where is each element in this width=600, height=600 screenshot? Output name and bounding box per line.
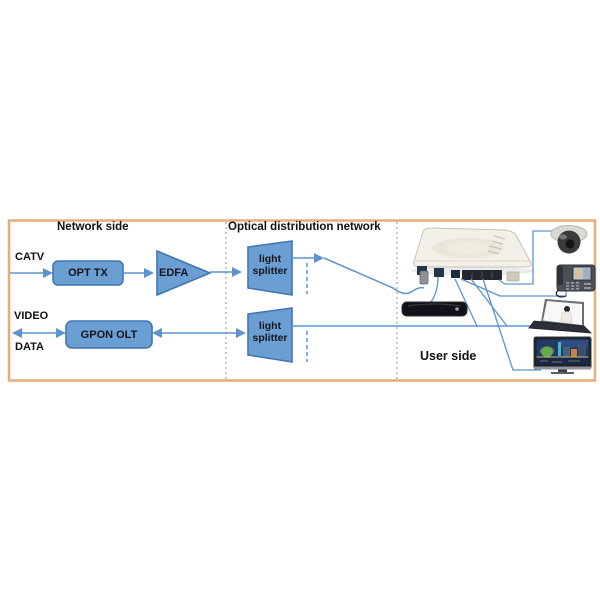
ont-vents bbox=[487, 235, 506, 255]
tv-bottom-bar bbox=[534, 366, 591, 370]
wire-splitter-to-ont-fiber bbox=[323, 257, 425, 295]
dome-camera bbox=[550, 225, 588, 254]
phone-keypad bbox=[566, 282, 591, 290]
light-splitter-bottom bbox=[247, 307, 293, 363]
ont-port-fiber bbox=[417, 266, 427, 275]
arrowhead-into-edfa bbox=[144, 268, 154, 278]
wire-ont-to-splitter-line bbox=[454, 278, 478, 327]
gpon-olt-box bbox=[65, 320, 153, 349]
arrowhead-into-gpon-olt-right bbox=[152, 328, 162, 338]
signal-label-catv: CATV bbox=[15, 251, 45, 263]
ont-side-tab bbox=[506, 271, 520, 282]
laptop bbox=[528, 299, 593, 334]
tv-stand bbox=[558, 369, 567, 372]
arrowhead-splitter-top-out bbox=[314, 253, 324, 263]
edfa-amplifier bbox=[156, 249, 213, 297]
tv bbox=[533, 336, 592, 374]
section-title-user-side: User side bbox=[420, 349, 477, 363]
edfa-label: EDFA bbox=[159, 267, 189, 279]
diagram-border bbox=[7, 219, 597, 382]
ont-port-3 bbox=[451, 270, 460, 278]
ip-phone bbox=[555, 264, 596, 298]
laptop-base bbox=[528, 320, 593, 334]
signal-label-video: VIDEO bbox=[14, 310, 49, 322]
wire-ont-to-camera bbox=[498, 230, 552, 285]
gpon-chain bbox=[12, 307, 545, 363]
wire-ont-to-stb bbox=[430, 276, 439, 303]
arrowhead-into-gpon-olt bbox=[56, 328, 66, 338]
light-splitter-top bbox=[247, 240, 293, 296]
section-title-odn: Optical distribution network bbox=[228, 221, 381, 233]
arrowhead-out-left bbox=[12, 328, 22, 338]
arrowhead-into-splitter-bottom bbox=[236, 328, 246, 338]
ont-device bbox=[411, 227, 535, 285]
user-wires bbox=[430, 230, 567, 371]
ont-port-2 bbox=[434, 268, 444, 277]
section-title-network-side: Network side bbox=[57, 221, 129, 233]
wire-ont-to-laptop bbox=[470, 278, 508, 327]
arrowhead-into-opt-tx bbox=[43, 268, 53, 278]
gpon-olt-label: GPON OLT bbox=[80, 328, 138, 341]
opt-tx-label: OPT TX bbox=[68, 267, 108, 279]
splitter-top-label: light splitter bbox=[252, 253, 288, 278]
wire-ont-to-tv bbox=[482, 278, 541, 371]
signal-label-data: DATA bbox=[15, 341, 44, 353]
phone-handset-icon bbox=[557, 266, 563, 285]
camera-lens-icon bbox=[565, 239, 575, 249]
phone-cord bbox=[555, 289, 567, 298]
set-top-box bbox=[401, 301, 468, 317]
ont-fiber-plug bbox=[419, 270, 429, 285]
wire-ont-to-phone bbox=[460, 278, 567, 297]
catv-chain bbox=[10, 240, 425, 297]
arrowhead-into-splitter-top bbox=[232, 267, 242, 277]
splitter-bottom-label: light splitter bbox=[252, 320, 288, 345]
tv-screen bbox=[536, 339, 589, 365]
